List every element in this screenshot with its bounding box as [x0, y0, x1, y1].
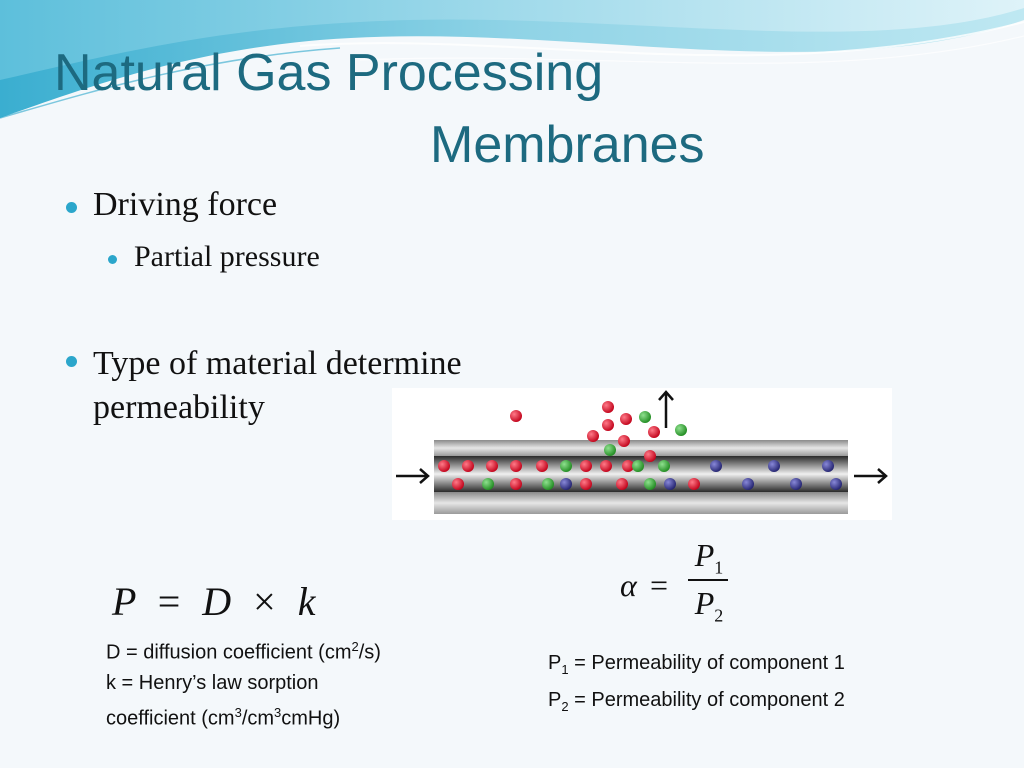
slide-title: Natural Gas Processing Membranes [54, 44, 705, 174]
definitions-left: D = diffusion coefficient (cm2/s) k = He… [106, 632, 381, 733]
definitions-right: P1 = Permeability of component 1 P2 = Pe… [548, 648, 845, 722]
formula-fraction: P1 P2 [688, 537, 730, 625]
fraction-denominator: P2 [694, 584, 724, 625]
slide-title-line1: Natural Gas Processing [54, 44, 604, 102]
bullet-partial-pressure: Partial pressure [108, 240, 320, 274]
definition-k-line1: k = Henry’s law sorption [106, 671, 319, 694]
bullet-dot-icon [66, 356, 77, 367]
definition-p2: P2 = Permeability of component 2 [548, 689, 845, 714]
fraction-numerator: P1 [694, 537, 724, 578]
formula-k: k [297, 579, 319, 624]
membrane-top-wall [434, 440, 848, 456]
definition-d: D = diffusion coefficient (cm2/s) [106, 639, 381, 664]
definition-k-line2: coefficient (cm3/cm3cmHg) [106, 704, 341, 730]
retentate-arrow-icon [854, 468, 888, 484]
membrane-diagram [392, 388, 892, 520]
bullet-driving-force: Driving force [66, 186, 277, 224]
bullet-text: Driving force [93, 186, 278, 223]
header-wave-background [0, 0, 1024, 119]
formula-equals: = [650, 567, 669, 603]
sub-bullet-dot-icon [108, 255, 117, 264]
feed-arrow-icon [396, 468, 430, 484]
sub-bullet-text: Partial pressure [134, 240, 320, 273]
formula-times: × [253, 579, 279, 624]
formula-d: D [202, 579, 235, 624]
bullet-text: Type of material determine permeability [93, 345, 462, 426]
permeate-arrow-icon [658, 390, 674, 428]
formula-alpha: α [620, 567, 637, 603]
membrane-bottom-wall [434, 492, 848, 514]
formula-p: P [112, 579, 139, 624]
fraction-bar [688, 579, 728, 581]
slide-title-line2: Membranes [430, 116, 705, 174]
bullet-dot-icon [66, 202, 77, 213]
definition-p1: P1 = Permeability of component 1 [548, 652, 845, 677]
bullet-material: Type of material determine permeability [66, 342, 553, 430]
molecules [438, 401, 842, 490]
permeability-formula: P = D × k [112, 578, 319, 625]
formula-equals: = [157, 579, 184, 624]
